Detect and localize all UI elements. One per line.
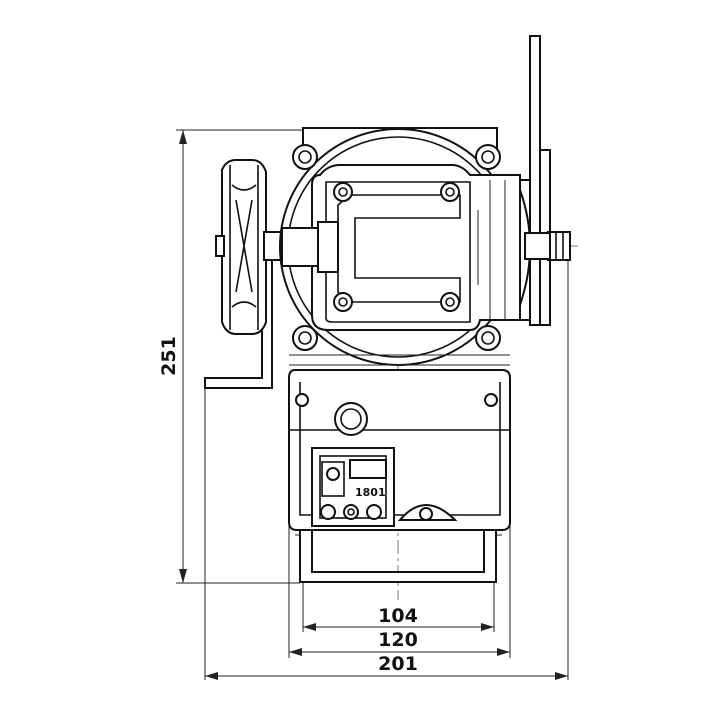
dimension-lines — [176, 129, 569, 680]
board-code-label: 1801 — [355, 486, 386, 499]
gearbox-cover — [281, 164, 551, 331]
control-box — [288, 354, 511, 531]
dimension-overall-width-label: 201 — [378, 653, 418, 675]
right-disc — [519, 35, 571, 326]
dimension-height-label: 251 — [158, 336, 180, 376]
dimension-inner-width-label: 104 — [378, 605, 418, 627]
handle — [295, 529, 502, 583]
pulley — [215, 159, 285, 335]
dimension-mid-width-label: 120 — [378, 629, 418, 651]
